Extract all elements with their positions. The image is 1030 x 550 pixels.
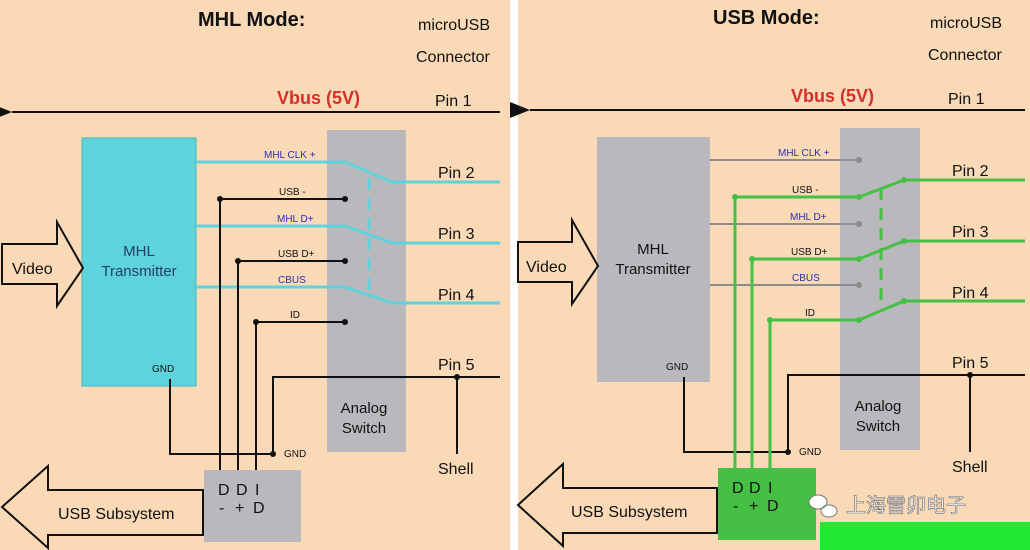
usb-mode-panel: USB Mode: microUSB Connector Vbus (5V) P… [510, 0, 1030, 550]
pin5-label: Pin 5 [438, 357, 475, 374]
signal-cbus-label: CBUS [792, 273, 820, 284]
pin3-label: Pin 3 [952, 224, 989, 241]
switch-contact-dot [856, 282, 862, 288]
signal-id-label: ID [290, 310, 300, 321]
switch-contact-dot [342, 258, 348, 264]
shell-label: Shell [952, 459, 988, 476]
green-corner-bar [820, 522, 1030, 550]
usb-connector-block [718, 468, 816, 540]
panel-title: USB Mode: [713, 7, 820, 29]
switch-label-line1: Analog [341, 400, 388, 417]
signal-usb-minus-label: USB - [279, 187, 306, 198]
signal-cbus-label: CBUS [278, 275, 306, 286]
signal-usb-dplus-label: USB D+ [278, 249, 315, 260]
switch-arm-pin3 [344, 224, 500, 245]
pin2-label: Pin 2 [952, 163, 989, 180]
connector-label-line1: microUSB [418, 17, 490, 34]
panel-title: MHL Mode: [198, 9, 305, 31]
pin1-label: Pin 1 [435, 93, 472, 110]
pin5-ground-line [272, 376, 500, 454]
signal-usb-dplus-label: USB D+ [791, 247, 828, 258]
usb-pin-bottom: + [749, 498, 758, 515]
signal-mhl-clk-label: MHL CLK + [778, 148, 830, 159]
usb-pin-top: D [732, 480, 744, 497]
mhl-transmitter-block [597, 137, 710, 382]
usb-subsystem-label: USB Subsystem [571, 504, 687, 521]
transmitter-gnd-label: GND [666, 362, 688, 373]
usb-connector-block [204, 470, 301, 542]
connector-label-line2: Connector [928, 47, 1002, 64]
switch-label-line2: Switch [856, 418, 900, 435]
watermark-text: 上海雷卯电子 [846, 494, 966, 517]
junction-dot [785, 449, 791, 455]
usb-pin-top: D [218, 482, 230, 499]
junction-dot [270, 451, 276, 457]
usb-pin-top: D [236, 482, 248, 499]
bus-gnd-label: GND [799, 447, 821, 458]
connector-label-line2: Connector [416, 49, 490, 66]
usb-pin-top: D [749, 480, 761, 497]
video-input-arrow [1, 218, 85, 310]
mhl-transmitter-block [81, 137, 197, 387]
video-label: Video [12, 261, 53, 278]
vbus-label: Vbus (5V) [791, 86, 874, 106]
signal-mhl-dplus-label: MHL D+ [277, 214, 314, 225]
pin3-label: Pin 3 [438, 226, 475, 243]
switch-label-line2: Switch [342, 420, 386, 437]
pin1-label: Pin 1 [948, 91, 985, 108]
switch-arm-pin4 [344, 285, 500, 305]
usb-pin-bottom: - [219, 500, 224, 517]
switch-contact-dot [901, 298, 907, 304]
analog-switch-block [327, 130, 406, 452]
signal-id-label: ID [805, 308, 815, 319]
usb-pin-bottom: + [235, 500, 244, 517]
switch-label-line1: Analog [855, 398, 902, 415]
video-input-arrow [517, 216, 600, 308]
usb-pin-top: I [768, 480, 772, 497]
pin5-label: Pin 5 [952, 355, 989, 372]
usb-subsystem-label: USB Subsystem [58, 506, 174, 523]
signal-usb-minus-label: USB - [792, 185, 819, 196]
usb-pin-top: I [255, 482, 259, 499]
panel-divider [510, 0, 518, 550]
switch-contact-dot [901, 238, 907, 244]
pin4-label: Pin 4 [952, 285, 989, 302]
switch-contact-dot [901, 177, 907, 183]
wechat-logo-icon [808, 494, 838, 518]
shell-label: Shell [438, 461, 474, 478]
signal-mhl-clk-label: MHL CLK + [264, 150, 316, 161]
usb-pin-bottom: D [253, 500, 265, 517]
switch-arm-pin2 [344, 160, 500, 184]
pin2-label: Pin 2 [438, 165, 475, 182]
pin4-label: Pin 4 [438, 287, 475, 304]
switch-contact-dot [342, 196, 348, 202]
transmitter-label-line2: Transmitter [615, 261, 690, 278]
bus-gnd-label: GND [284, 449, 306, 460]
connector-label-line1: microUSB [930, 15, 1002, 32]
switch-contact-dot [856, 157, 862, 163]
transmitter-label-line1: MHL [123, 243, 155, 260]
usb-pin-bottom: - [733, 498, 738, 515]
video-label: Video [526, 259, 567, 276]
switch-contact-dot [342, 319, 348, 325]
signal-mhl-dplus-label: MHL D+ [790, 212, 827, 223]
usb-subsystem-arrow [0, 463, 204, 550]
usb-subsystem-arrow [516, 461, 718, 549]
pin5-ground-line [787, 374, 1025, 452]
vbus-label: Vbus (5V) [277, 88, 360, 108]
switch-contact-dot [856, 221, 862, 227]
usb-pin-bottom: D [767, 498, 779, 515]
transmitter-label-line2: Transmitter [101, 263, 176, 280]
mhl-mode-panel: MHL Mode: microUSB Connector Vbus (5V) P… [0, 0, 510, 550]
transmitter-label-line1: MHL [637, 241, 669, 258]
transmitter-gnd-label: GND [152, 364, 174, 375]
